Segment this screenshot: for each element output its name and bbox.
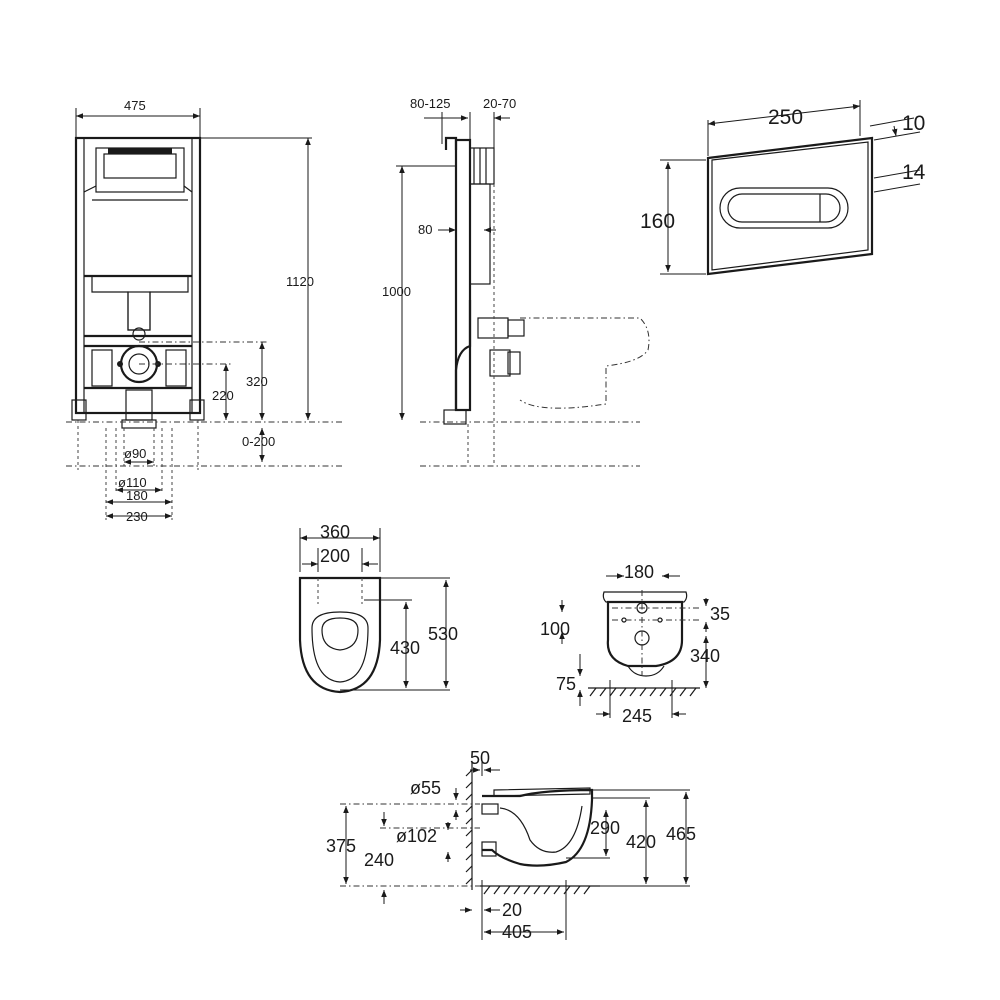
inlet-diameter-label: ø55 bbox=[410, 778, 441, 798]
frame-side-view: 80-125 20-70 80 1000 bbox=[382, 96, 650, 467]
side-height-label: 1000 bbox=[382, 284, 411, 299]
frame-front-view: 475 bbox=[66, 98, 345, 524]
bowl-inner-width-label: 200 bbox=[320, 546, 350, 566]
rear-width-label: 245 bbox=[622, 706, 652, 726]
bowl-length-label: 530 bbox=[428, 624, 458, 644]
bowl-width-label: 360 bbox=[320, 522, 350, 542]
outlet-diameter-label: ø102 bbox=[396, 826, 437, 846]
wall-gap-label: 50 bbox=[470, 748, 490, 768]
outlet-center-label: 240 bbox=[364, 850, 394, 870]
pipe-90-label: ø90 bbox=[124, 446, 146, 461]
fixing-depth-label: 100 bbox=[540, 619, 570, 639]
offset-label: 80 bbox=[418, 222, 432, 237]
base-label: 75 bbox=[556, 674, 576, 694]
depth-1-label: 80-125 bbox=[410, 96, 450, 111]
flush-plate-view: 250 160 10 14 bbox=[640, 100, 926, 276]
wall-offset-label: 20 bbox=[502, 900, 522, 920]
bowl-top-view: 360 200 430 530 bbox=[298, 522, 458, 694]
bowl-side-view: 50 375 240 ø55 ø102 290 420 bbox=[326, 748, 696, 942]
bowl-inner-length-label: 430 bbox=[390, 638, 420, 658]
plate-width-label: 250 bbox=[768, 106, 803, 129]
inlet-height-label: 220 bbox=[212, 388, 234, 403]
bowl-length-label-side: 405 bbox=[502, 922, 532, 942]
rim-height-label: 420 bbox=[626, 832, 656, 852]
fixing-spacing-label: 180 bbox=[624, 562, 654, 582]
rear-height-label: 340 bbox=[690, 646, 720, 666]
bowl-rear-view: 180 100 35 340 75 245 bbox=[540, 562, 730, 726]
frame-width-label: 475 bbox=[124, 98, 146, 113]
plate-thickness-1-label: 10 bbox=[902, 112, 925, 135]
outlet-height-label-side: 375 bbox=[326, 836, 356, 856]
pipe-110-label: ø110 bbox=[118, 475, 147, 490]
plate-height-label: 160 bbox=[640, 210, 675, 233]
total-height-label: 465 bbox=[666, 824, 696, 844]
spacing-180-label: 180 bbox=[126, 488, 148, 503]
fixing-top-label: 35 bbox=[710, 604, 730, 624]
inlet-height-label-side: 290 bbox=[590, 818, 620, 838]
floor-adjust-label: 0-200 bbox=[242, 434, 275, 449]
outlet-height-label: 320 bbox=[246, 374, 268, 389]
depth-2-label: 20-70 bbox=[483, 96, 516, 111]
spacing-230-label: 230 bbox=[126, 509, 148, 524]
plate-thickness-2-label: 14 bbox=[902, 161, 926, 184]
frame-height-label: 1120 bbox=[286, 274, 314, 289]
